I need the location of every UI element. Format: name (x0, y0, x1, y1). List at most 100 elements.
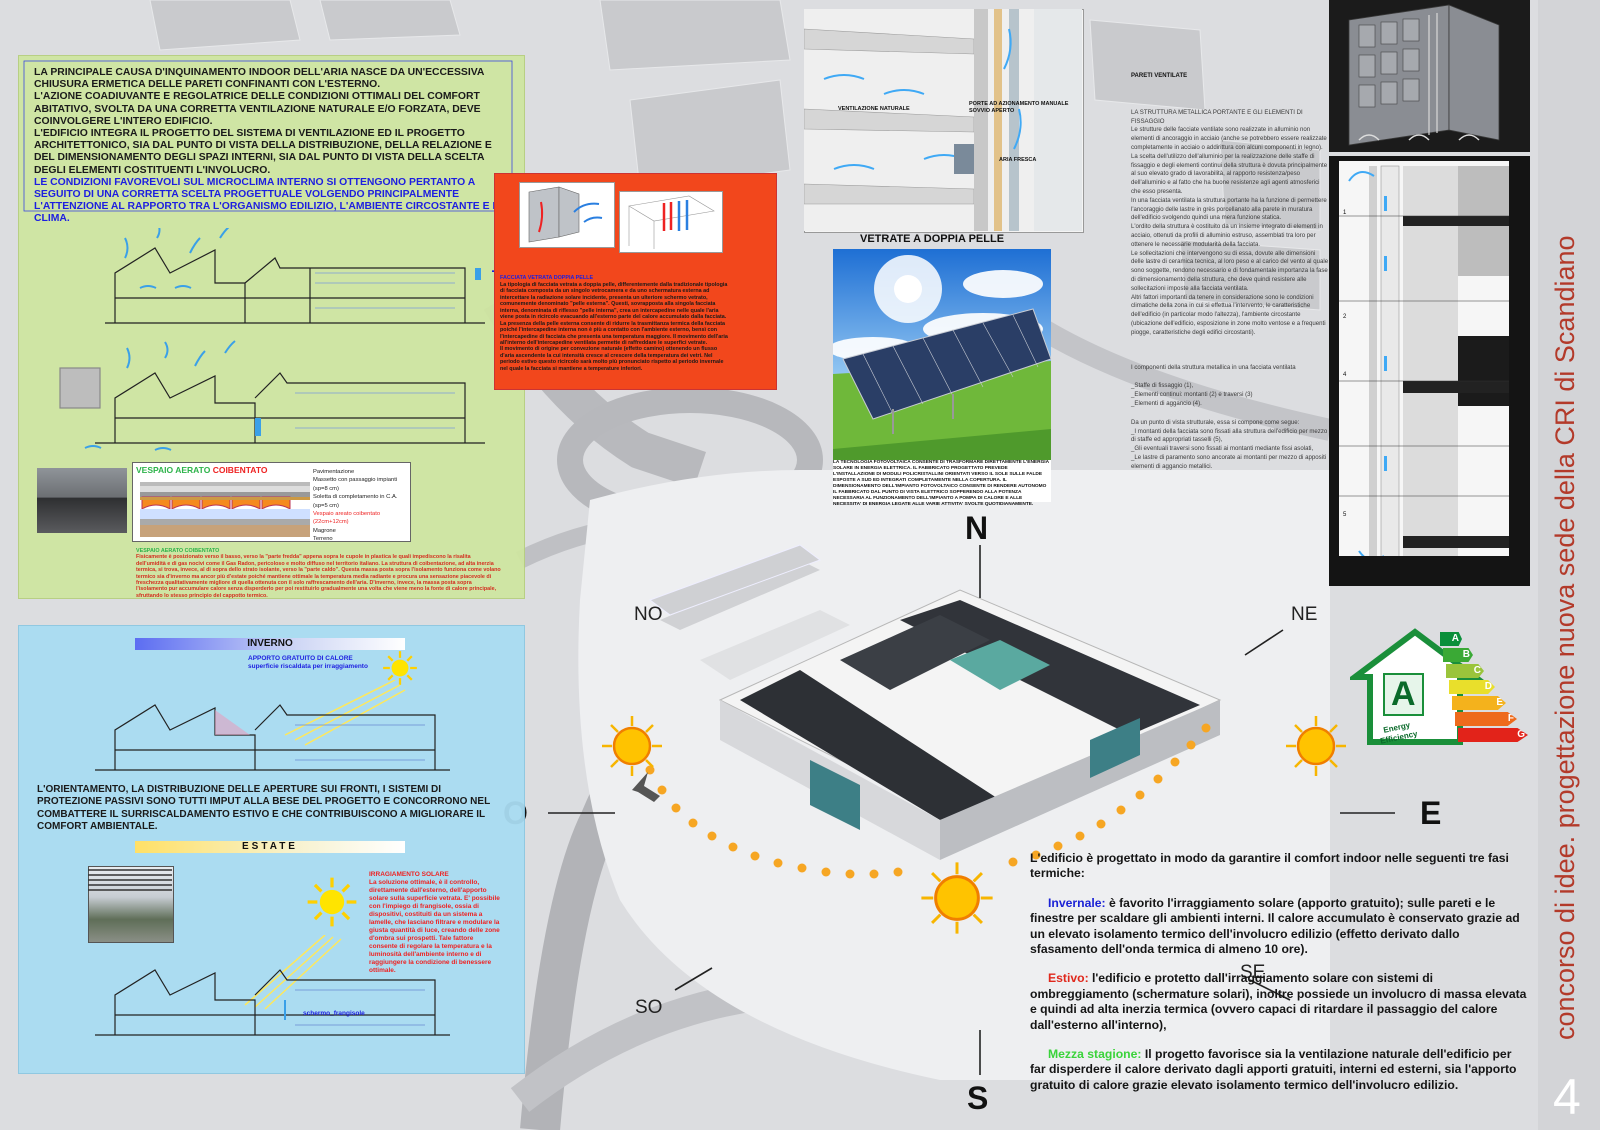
page-number: 4 (1553, 1069, 1581, 1125)
facade-3d-render (1348, 4, 1500, 146)
pareti-p7: Da un punto di vista strutturale, essa s… (1131, 418, 1300, 426)
compass-northwest: NO (634, 604, 663, 625)
pareti-p4: Le sollecitazioni che intervengono su di… (1131, 249, 1329, 292)
inverno-label-2: superficie riscaldata per irraggiamento (248, 663, 368, 670)
intro-paragraph-1: LA PRINCIPALE CAUSA D'INQUINAMENTO INDOO… (34, 67, 484, 91)
pareti-list-item: _Staffe di fissaggio (1), (1131, 382, 1194, 390)
inverno-paragraph: L'ORIENTAMENTO, LA DISTRIBUZIONE DELLE A… (37, 784, 490, 833)
vespaio-layer: Pavimentazione (313, 469, 355, 475)
inverno-label: APPORTO GRATUITO DI CALORE superficie ri… (248, 655, 368, 671)
energy-class-bar-a: A (1440, 632, 1462, 646)
invernale-label: Invernale: (1048, 895, 1106, 910)
section-drawing-inverno (95, 680, 450, 771)
sun-icon (921, 862, 993, 934)
bottom-estivo: Estivo: l'edificio e protetto dall'irrag… (1030, 971, 1530, 1033)
estate-irr-title: IRRAGIAMENTO SOLARE (369, 871, 449, 878)
pareti-list-item: _Elementi di aggancio (4). (1131, 399, 1202, 407)
mezza-label: Mezza stagione: (1048, 1047, 1142, 1062)
vertical-title: concorso di idee. progettazione nuova se… (1550, 235, 1580, 1040)
pareti-list-item: _Elementi continui: montanti (2) e trave… (1131, 391, 1253, 399)
detail-number: 5 (1343, 512, 1347, 518)
doppia-pelle-diagram-1 (528, 186, 603, 243)
schermo-label: schermo_frangisole (303, 1010, 365, 1017)
compass-southwest: SO (635, 997, 663, 1018)
panel-border-lines (23, 60, 513, 212)
energy-class-bar-c: C (1446, 664, 1484, 678)
pareti-p6: I componenti della struttura metallica i… (1131, 363, 1296, 371)
doppia-pelle-text-1: La tipologia di facciata vetrata a doppi… (500, 281, 728, 347)
detail-number: 1 (1343, 210, 1347, 216)
energy-class-letter: A (1383, 673, 1424, 716)
label-porte: PORTE AD AZIONAMENTO MANUALE SOVVIO APER… (969, 101, 1068, 115)
estate-irr-text: La soluzione ottimale, è il controllo, d… (369, 879, 500, 974)
energy-class-bar-d: D (1449, 680, 1495, 694)
sun-icon (602, 716, 662, 776)
doppia-pelle-text: FACCIATA VETRATA DOPPIA PELLE La tipolog… (500, 275, 730, 347)
estivo-text: l'edificio e protetto dall'irraggiamento… (1030, 971, 1527, 1032)
vetrate-text: LA TECNOLOGIA FOTOVOLTAICA CONSENTE DI T… (833, 460, 1051, 507)
vetrate-title: VETRATE A DOPPIA PELLE (860, 233, 1005, 245)
thermal-phases-text: L'edificio è progettato in modo da garan… (1030, 851, 1530, 1093)
estate-photo (88, 866, 174, 943)
vespaio-layer: Terreno (313, 536, 333, 543)
sun-icon (1286, 716, 1346, 776)
vespaio-photo (37, 468, 127, 533)
solar-panels-photo (833, 249, 1051, 460)
vespaio-caption: VESPAIO AERATO COIBENTATO Fisicamente è … (136, 548, 501, 599)
pareti-subtitle: LA STRUTTURA METALLICA PORTANTE E GLI EL… (1131, 108, 1303, 125)
pareti-p5: Altri fattori importanti da tenere in co… (1131, 293, 1326, 336)
mezza-text: Il progetto favorisce sia la ventilazion… (1030, 1047, 1517, 1092)
pareti-p3: L'ordito della struttura è costituito da… (1131, 223, 1323, 248)
pareti-list2-item: _Gli eventuali traversi sono fissati ai … (1131, 445, 1314, 453)
inverno-label-1: APPORTO GRATUITO DI CALORE (248, 655, 353, 662)
compass-north: N (965, 510, 989, 546)
vespaio-section-drawing (140, 482, 310, 537)
doppia-pelle-text-2: Il movimento di origine per convezione n… (500, 346, 724, 372)
intro-paragraph-2: L'AZIONE COADIUVANTE E REGOLATRICE DELLE… (34, 91, 481, 127)
bottom-intro: L'edificio è progettato in modo da garan… (1030, 851, 1509, 881)
vespaio-layer: Vespaio areato coibentato (22cm+12cm) (313, 511, 381, 526)
label-porte-1: PORTE AD AZIONAMENTO MANUALE (969, 101, 1069, 107)
sun-icon (307, 877, 357, 927)
compass-northeast: NE (1291, 604, 1318, 625)
vespaio-layer: Soletta di completamento in C.A. (sp=5 c… (313, 494, 398, 509)
doppia-pelle-title: FACCIATA VETRATA DOPPIA PELLE (500, 275, 594, 281)
sun-icon (383, 651, 417, 685)
pareti-title: PARETI VENTILATE (1131, 73, 1188, 79)
vespaio-layer: Magrone (313, 527, 336, 534)
vespaio-layer: Massetto con passaggio impianti (sp=8 cm… (313, 477, 398, 492)
estate-irraggiamento: IRRAGIAMENTO SOLARE La soluzione ottimal… (369, 871, 503, 975)
vespaio-caption-text: Fisicamente è posizionato verso il basso… (136, 554, 501, 599)
section-drawing-ventilation-2 (59, 340, 485, 451)
estate-pergola-lines (88, 869, 172, 891)
pareti-list2-item: _I montanti della facciata sono fissati … (1131, 427, 1328, 444)
pareti-ventilate-text: PARETI VENTILATE LA STRUTTURA METALLICA … (1131, 73, 1329, 471)
facade-section-render (804, 9, 1082, 231)
compass-southeast: SE (1240, 962, 1266, 983)
section-drawing-ventilation-1 (105, 228, 485, 324)
label-aria-fresca: ARIA FRESCA (999, 157, 1037, 163)
detail-number: 2 (1343, 314, 1347, 320)
pareti-list2-item: _Le lastre di paramento sono ancorate ai… (1131, 453, 1327, 470)
doppia-pelle-diagram-2 (628, 195, 715, 249)
bottom-invernale: Invernale: è favorito l'irraggiamento so… (1030, 896, 1530, 958)
pareti-p2: In una facciata ventilata la struttura p… (1131, 196, 1327, 222)
detail-number: 4 (1343, 372, 1347, 378)
energy-class-bar-f: F (1455, 712, 1517, 726)
facade-section-detail-drawing (1329, 161, 1530, 586)
invernale-text: è favorito l'irraggiamento solare (appor… (1030, 895, 1520, 957)
intro-paragraph-3: L'EDIFICIO INTEGRA IL PROGETTO DEL SISTE… (34, 128, 492, 176)
estate-title: ESTATE (135, 841, 405, 853)
bottom-mezza: Mezza stagione: Il progetto favorisce si… (1030, 1047, 1530, 1093)
energy-class-bar-e: E (1452, 696, 1506, 710)
inverno-title: INVERNO (135, 638, 405, 650)
vespaio-caption-title: VESPAIO AERATO COIBENTATO (136, 548, 220, 554)
vespaio-layer-list: Pavimentazione Massetto con passaggio im… (313, 468, 405, 544)
compass-east: E (1420, 795, 1442, 831)
pareti-p1: Le strutture delle facciate ventilate so… (1131, 126, 1328, 195)
estivo-label: Estivo: (1048, 971, 1089, 986)
compass-south: S (967, 1080, 989, 1116)
intro-text: LA PRINCIPALE CAUSA D'INQUINAMENTO INDOO… (34, 67, 514, 226)
section-drawing-estate (95, 935, 450, 1036)
energy-class-bar-b: B (1443, 648, 1473, 662)
